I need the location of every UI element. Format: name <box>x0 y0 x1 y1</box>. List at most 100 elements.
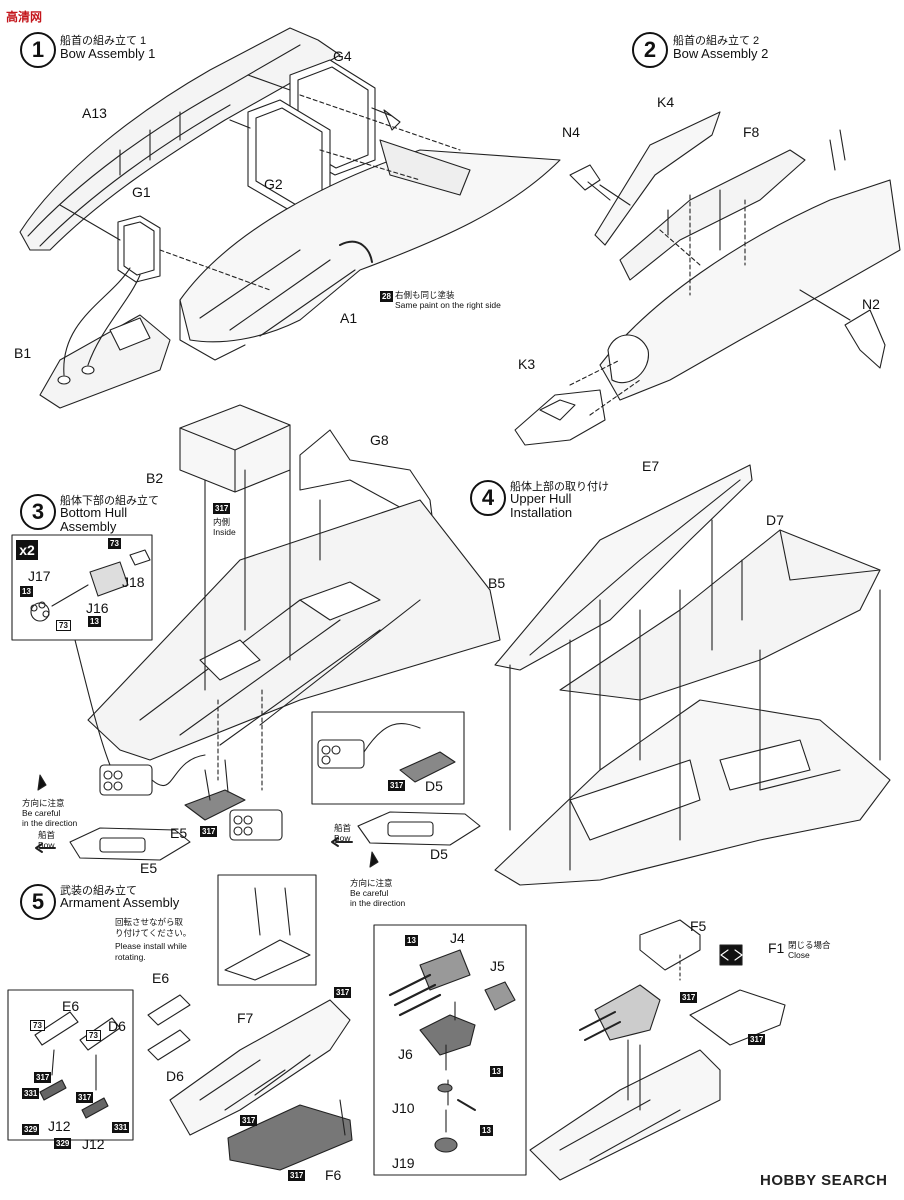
part-label-E7: E7 <box>642 458 660 474</box>
brand-hobby-search: HOBBY SEARCH <box>760 1172 888 1189</box>
note-same-paint-jp: 右側も同じ塗装 <box>395 290 455 300</box>
step-4-title-jp: 船体上部の取り付け <box>510 481 609 493</box>
paint-code-13-j4: 13 <box>405 935 418 946</box>
part-label-J18: J18 <box>122 574 145 590</box>
step-4-title-en-line2: Installation <box>510 505 573 520</box>
part-label-A13: A13 <box>82 105 107 121</box>
step2-drawing <box>514 111 901 446</box>
paint-code-28: 28 <box>380 291 393 302</box>
step-4-number: 4 <box>470 480 506 516</box>
paint-code-317-inside: 317 <box>213 503 231 514</box>
part-label-G8: G8 <box>370 432 389 448</box>
part-label-J16: J16 <box>86 600 109 616</box>
part-label-E5-mount: E5 <box>170 825 188 841</box>
part-label-J6: J6 <box>398 1046 413 1062</box>
step1-drawing <box>19 27 561 409</box>
part-label-G4: G4 <box>333 48 352 64</box>
part-label-J5: J5 <box>490 958 505 974</box>
part-label-J12-right: J12 <box>82 1136 105 1152</box>
note-close-en: Close <box>788 950 810 960</box>
part-label-D5-mount: D5 <box>425 778 443 794</box>
paint-code-317-e5: 317 <box>200 826 218 837</box>
part-label-J4: J4 <box>450 930 465 946</box>
note-careful-en1-left: Be careful <box>22 808 61 818</box>
part-label-F7: F7 <box>237 1010 254 1026</box>
step-4-title-en-line1: Upper Hull <box>510 491 572 506</box>
paint-code-73-j18: 73 <box>108 538 121 549</box>
paint-code-317-f5: 317 <box>680 992 698 1003</box>
part-label-F8: F8 <box>743 124 760 140</box>
step-3-title-en-line1: Bottom Hull <box>60 505 128 520</box>
quantity-x2-badge: x2 <box>16 540 38 560</box>
part-label-D6-inset: D6 <box>108 1018 126 1034</box>
step5-drawing <box>7 874 786 1181</box>
step-2-title-en: Bow Assembly 2 <box>673 46 769 61</box>
paint-code-13-j17: 13 <box>20 586 33 597</box>
note-bow-en-left: Bow <box>38 840 55 850</box>
step-5-title-jp: 武装の組み立て <box>60 885 137 897</box>
note-bow-jp-left: 船首 <box>38 830 56 840</box>
step-5-number: 5 <box>20 884 56 920</box>
part-label-K4: K4 <box>657 94 675 110</box>
note-rotate-jp-1: 回転させながら取 <box>115 917 184 927</box>
step-1-title-jp: 船首の組み立て 1 <box>60 35 147 47</box>
part-label-G1: G1 <box>132 184 151 200</box>
paint-code-317-e6: 317 <box>34 1072 52 1083</box>
part-label-F1: F1 <box>768 940 785 956</box>
note-inside-en: Inside <box>213 527 236 537</box>
part-label-N2: N2 <box>862 296 880 312</box>
note-inside-jp: 内側 <box>213 517 231 527</box>
step4-drawing <box>494 464 891 886</box>
paint-code-13-j19: 13 <box>480 1125 493 1136</box>
step3-drawing <box>11 404 501 868</box>
step-1-title-en: Bow Assembly 1 <box>60 46 156 61</box>
paint-code-73-j17: 73 <box>56 620 71 631</box>
part-label-E5-plate: E5 <box>140 860 158 876</box>
note-close-jp: 閉じる場合 <box>788 940 831 950</box>
part-label-N4: N4 <box>562 124 580 140</box>
paint-code-331-right: 331 <box>112 1122 130 1133</box>
part-label-B1: B1 <box>14 345 32 361</box>
part-label-B5: B5 <box>488 575 506 591</box>
part-label-J17: J17 <box>28 568 51 584</box>
part-label-E6-inset: E6 <box>62 998 80 1014</box>
paint-code-73-e6: 73 <box>30 1020 45 1031</box>
note-careful-en1-right: Be careful <box>350 888 389 898</box>
paint-code-317-d6: 317 <box>76 1092 94 1103</box>
step-3-number: 3 <box>20 494 56 530</box>
step-2-title-jp: 船首の組み立て 2 <box>673 35 760 47</box>
step-2-number: 2 <box>632 32 668 68</box>
note-rotate-jp-2: り付けてください。 <box>115 928 192 938</box>
step-3-title-en-line2: Assembly <box>60 519 117 534</box>
step-5-title-en: Armament Assembly <box>60 895 180 910</box>
note-rotate-en-2: rotating. <box>115 952 146 962</box>
paint-code-317-d5: 317 <box>388 780 406 791</box>
note-careful-jp-left: 方向に注意 <box>22 798 65 808</box>
paint-code-13-j16: 13 <box>88 616 101 627</box>
paint-code-317-f1: 317 <box>748 1034 766 1045</box>
paint-code-13-j5: 13 <box>490 1066 503 1077</box>
paint-code-317-f7-top: 317 <box>334 987 352 998</box>
part-label-J12-left: J12 <box>48 1118 71 1134</box>
step-1-number: 1 <box>20 32 56 68</box>
step-3-title-jp: 船体下部の組み立て <box>60 495 159 507</box>
note-careful-jp-right: 方向に注意 <box>350 878 393 888</box>
paint-code-317-f6: 317 <box>288 1170 306 1181</box>
note-rotate-en-1: Please install while <box>115 941 187 951</box>
part-label-A1: A1 <box>340 310 358 326</box>
note-careful-en2-left: in the direction <box>22 818 78 828</box>
part-label-D5-plate: D5 <box>430 846 448 862</box>
part-label-D6: D6 <box>166 1068 184 1084</box>
paint-code-329-right: 329 <box>54 1138 72 1149</box>
part-label-E6: E6 <box>152 970 170 986</box>
paint-code-317-f7: 317 <box>240 1115 258 1126</box>
note-bow-en-right: Bow <box>334 833 351 843</box>
paint-code-329-left: 329 <box>22 1124 40 1135</box>
part-label-G2: G2 <box>264 176 283 192</box>
note-careful-en2-right: in the direction <box>350 898 406 908</box>
note-bow-jp-right: 船首 <box>334 823 352 833</box>
part-label-F5: F5 <box>690 918 707 934</box>
watermark-text: 高清网 <box>6 10 43 24</box>
